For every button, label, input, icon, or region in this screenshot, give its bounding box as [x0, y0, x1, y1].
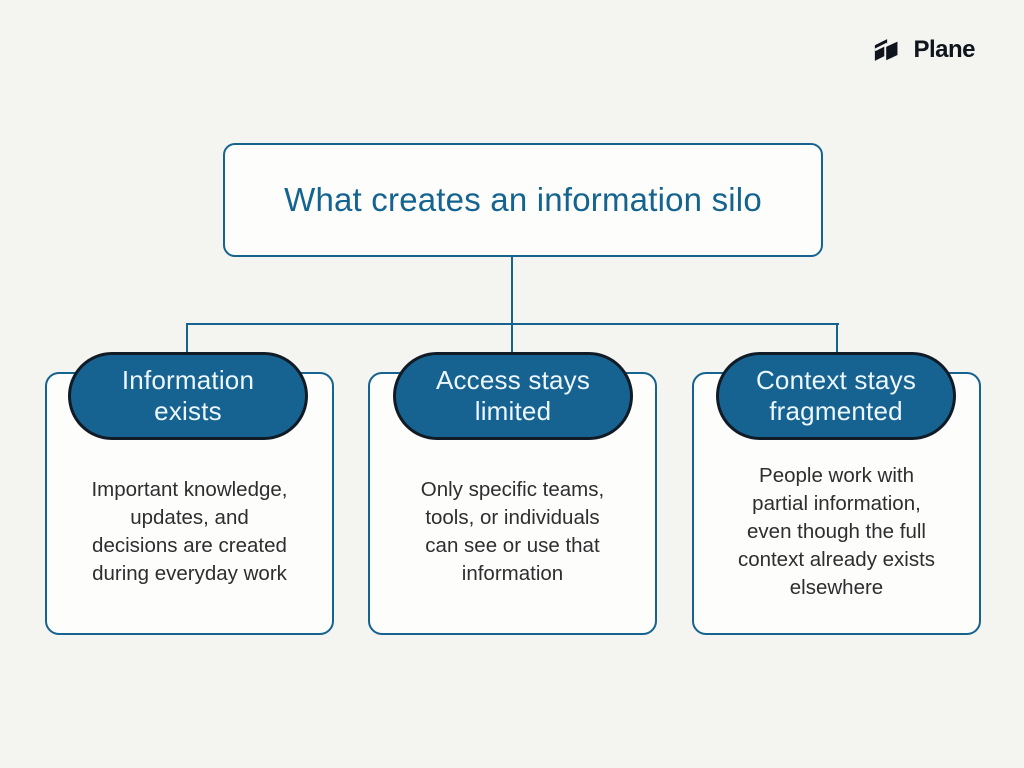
- plane-logo-icon: [873, 37, 905, 63]
- card-body-context-stays-fragmented: People work with partial information, ev…: [737, 463, 936, 599]
- plane-logo-wordmark: Plane: [913, 36, 975, 63]
- card-body-access-stays-limited: Only specific teams, tools, or individua…: [420, 477, 605, 585]
- node-pill-information-exists: Information exists: [68, 352, 308, 440]
- node-pill-context-stays-fragmented: Context stays fragmented: [716, 352, 956, 440]
- connector-stub-left: [186, 323, 188, 355]
- connector-stub-right: [836, 323, 838, 355]
- pill-label-information-exists: Information exists: [121, 365, 255, 426]
- node-pill-access-stays-limited: Access stays limited: [393, 352, 633, 440]
- title-node: What creates an information silo: [223, 143, 823, 257]
- pill-label-access-stays-limited: Access stays limited: [435, 365, 591, 426]
- pill-label-context-stays-fragmented: Context stays fragmented: [755, 365, 917, 426]
- card-body-information-exists: Important knowledge, updates, and decisi…: [91, 477, 288, 585]
- connector-title-to-branch: [511, 257, 513, 324]
- diagram-title: What creates an information silo: [284, 181, 762, 218]
- plane-logo: Plane: [873, 36, 975, 64]
- connector-stub-middle: [511, 323, 513, 355]
